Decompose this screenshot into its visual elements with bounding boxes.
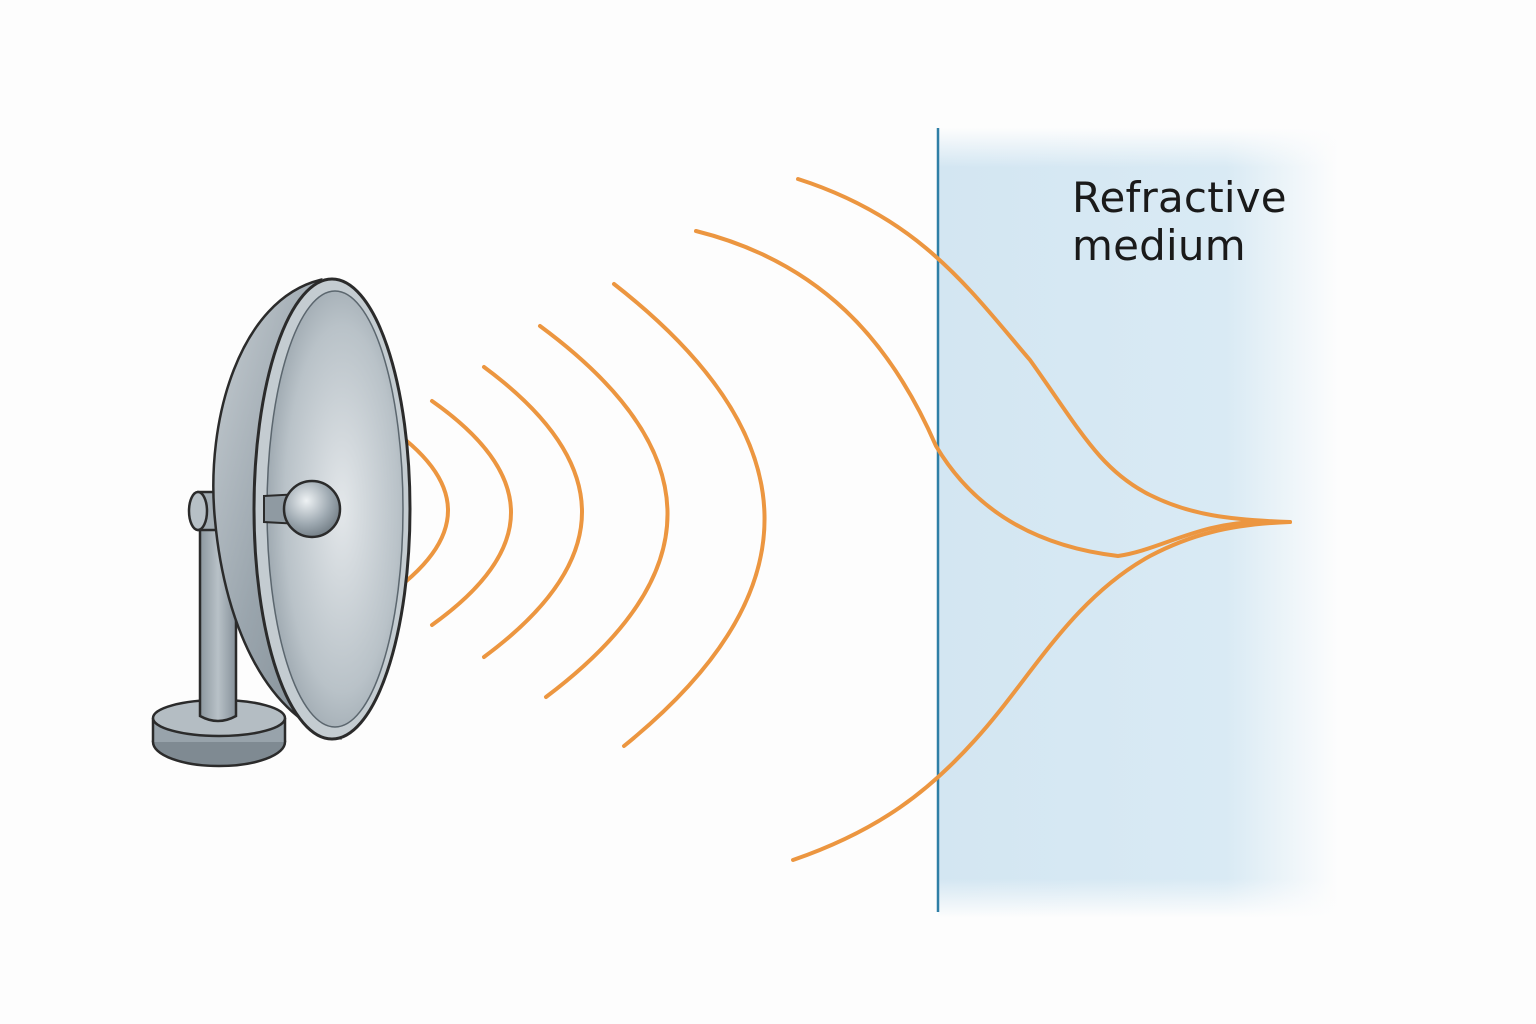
refracted-rays xyxy=(694,177,1292,862)
wave-front-3 xyxy=(430,399,513,627)
satellite-dish-icon xyxy=(151,277,412,768)
dish-feed-hub xyxy=(282,479,342,539)
wave-fronts xyxy=(342,282,767,748)
wave-front-5 xyxy=(538,324,670,699)
medium-label: Refractive medium xyxy=(1072,174,1287,270)
upper-ray xyxy=(796,177,1292,524)
medium-label-line2: medium xyxy=(1072,221,1246,270)
medium-label-line1: Refractive xyxy=(1072,173,1287,222)
wave-front-6 xyxy=(612,282,767,748)
lower-ray xyxy=(791,520,1292,862)
wave-front-2 xyxy=(382,422,450,600)
dish-pivot-cap xyxy=(187,490,209,532)
middle-ray xyxy=(694,229,1262,559)
wave-front-4 xyxy=(482,365,584,659)
